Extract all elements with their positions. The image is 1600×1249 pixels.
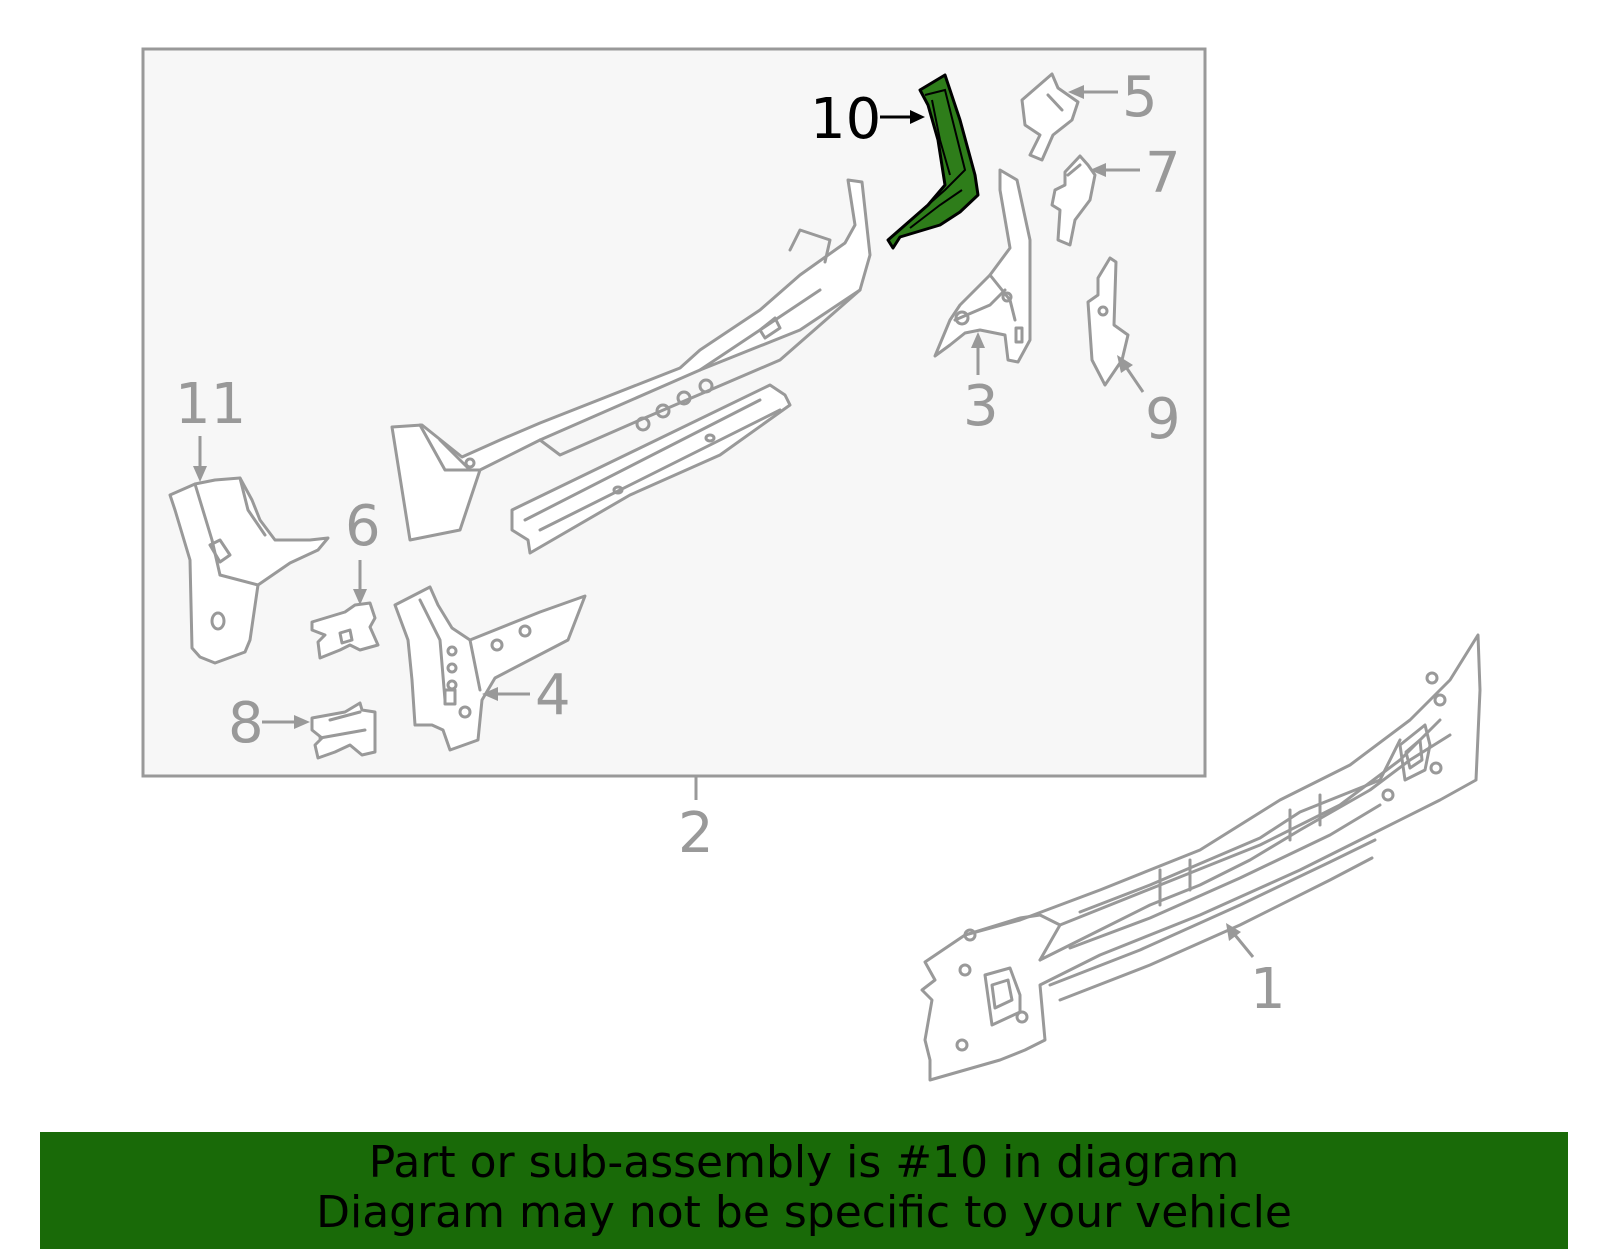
callout-5: 5: [1122, 65, 1158, 130]
leader-5: [1068, 85, 1118, 99]
callout-2: 2: [678, 801, 714, 866]
part-3-bracket[interactable]: [933, 168, 1032, 364]
callout-6: 6: [345, 494, 381, 559]
callout-9: 9: [1145, 387, 1181, 452]
part-10-bracket-highlighted[interactable]: [886, 73, 980, 250]
part-7-bracket[interactable]: [1050, 154, 1097, 247]
leader-4: [482, 687, 530, 701]
callout-4: 4: [535, 663, 571, 728]
callout-11: 11: [175, 372, 246, 437]
leader-7: [1090, 163, 1140, 177]
part-2-rear-panel-inner[interactable]: [390, 178, 872, 555]
info-banner: Part or sub-assembly is #10 in diagram D…: [40, 1132, 1568, 1249]
callout-3: 3: [963, 374, 999, 439]
callout-1: 1: [1250, 957, 1286, 1022]
banner-line-part: Part or sub-assembly is #10 in diagram: [368, 1137, 1240, 1188]
part-11-pillar[interactable]: [168, 476, 330, 665]
leader-11: [193, 436, 207, 482]
leader-3: [971, 332, 985, 375]
leader-9: [1117, 355, 1145, 393]
sub-assembly-box: [141, 47, 1207, 778]
leader-1: [1226, 923, 1255, 958]
callout-7: 7: [1145, 141, 1181, 206]
part-4-pillar[interactable]: [393, 585, 587, 752]
leader-10: [880, 110, 925, 124]
leader-8: [262, 715, 310, 729]
banner-line-disclaimer: Diagram may not be specific to your vehi…: [316, 1187, 1292, 1238]
part-1-rear-body-panel[interactable]: [920, 633, 1482, 1082]
part-5-bracket[interactable]: [1020, 72, 1080, 162]
callout-8: 8: [228, 691, 264, 756]
part-8-bracket[interactable]: [310, 701, 377, 760]
callout-10: 10: [810, 87, 881, 152]
leader-6: [353, 560, 367, 605]
